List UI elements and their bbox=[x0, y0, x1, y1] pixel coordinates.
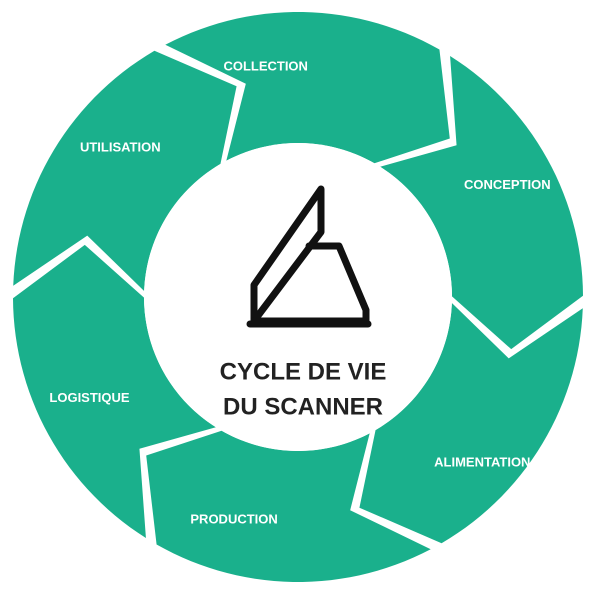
segments-layer bbox=[13, 12, 583, 582]
center-title-line-1: CYCLE DE VIE bbox=[220, 358, 387, 385]
segment-label-alimentation: ALIMENTATION bbox=[434, 454, 530, 469]
segment-labels-layer: COLLECTION CONCEPTION ALIMENTATION PRODUCTI… bbox=[49, 59, 550, 527]
cycle-segment-production bbox=[146, 430, 431, 582]
cycle-segment-collection bbox=[165, 12, 450, 164]
segment-label-conception: CONCEPTION bbox=[464, 177, 551, 192]
cycle-segment-conception bbox=[380, 55, 583, 350]
segment-label-collection: COLLECTION bbox=[223, 59, 308, 74]
segment-label-logistique: LOGISTIQUE bbox=[49, 390, 130, 405]
cycle-segment-alimentation bbox=[359, 303, 583, 544]
segment-label-utilisation: UTILISATION bbox=[80, 139, 161, 154]
cycle-segment-utilisation bbox=[13, 50, 237, 291]
center-title-line-2: DU SCANNER bbox=[223, 393, 383, 420]
center-circle bbox=[144, 143, 452, 451]
cycle-segment-logistique bbox=[13, 244, 216, 539]
book-scanner-icon bbox=[246, 185, 372, 328]
segment-label-production: PRODUCTION bbox=[190, 511, 277, 526]
